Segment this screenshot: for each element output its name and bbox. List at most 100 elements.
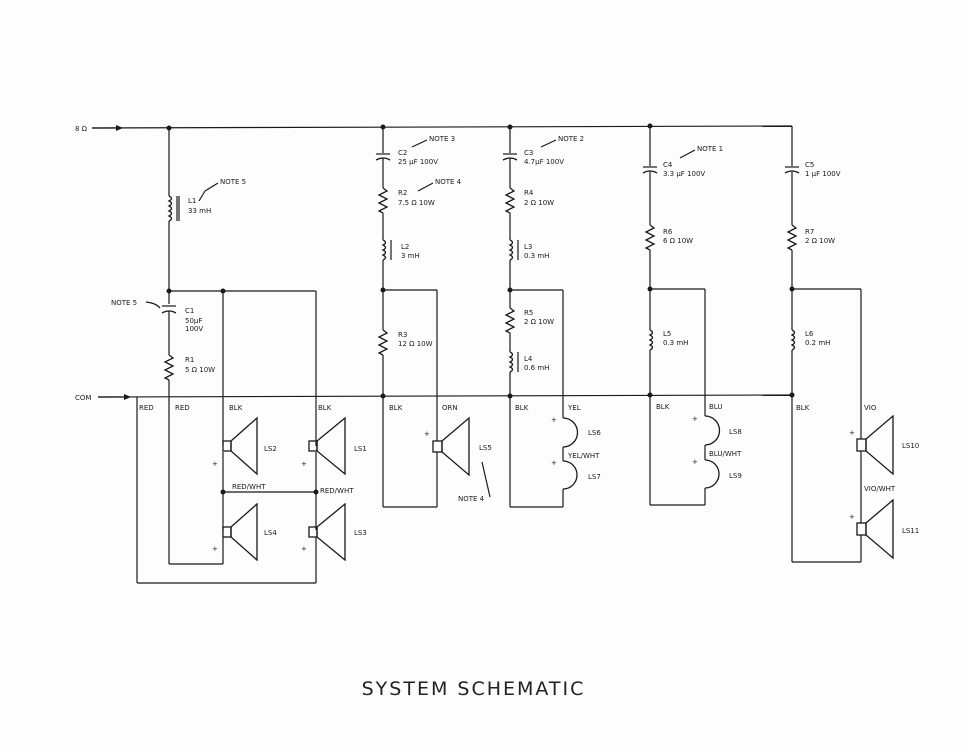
junction — [789, 392, 795, 398]
wire — [145, 301, 161, 309]
c4-value: 3.3 µF 100V — [663, 170, 705, 178]
speaker-ls4: LS4 + — [212, 502, 277, 562]
speaker-ls8: LS8 + — [692, 415, 742, 446]
l1-ref: L1 — [188, 197, 196, 205]
ls6-label: LS6 — [588, 429, 601, 437]
wire-label-blu-wht: BLU/WHT — [709, 450, 742, 458]
polarity-plus: + — [849, 513, 855, 521]
c1-value: 50µF — [185, 317, 202, 325]
wire-label-red-wht: RED/WHT — [320, 487, 354, 495]
resistor-r1 — [163, 354, 175, 381]
ls7-label: LS7 — [588, 473, 601, 481]
l5-ref: L5 — [663, 330, 671, 338]
wire-label-blk: BLK — [515, 404, 529, 412]
polarity-plus: + — [212, 545, 218, 553]
wire-label-red: RED — [175, 404, 190, 412]
l2-ref: L2 — [401, 243, 409, 251]
c5-ref: C5 — [805, 161, 814, 169]
c1-voltage: 100V — [185, 325, 203, 333]
r6-ref: R6 — [663, 228, 673, 236]
branch-midrange-ls5: C2 25 µF 100V NOTE 3 R2 7.5 Ω 10W NOTE 4… — [375, 124, 492, 508]
junction — [380, 393, 386, 399]
common-terminal-label: COM — [75, 394, 91, 402]
wire-label-blk: BLK — [318, 404, 332, 412]
ls1-label: LS1 — [354, 445, 367, 453]
wire — [540, 139, 557, 148]
speaker-ls10: LS10 + — [849, 414, 919, 476]
r5-value: 2 Ω 10W — [524, 318, 554, 326]
wire — [198, 190, 206, 202]
r1-value: 5 Ω 10W — [185, 366, 215, 374]
wire — [679, 149, 696, 159]
resistor-r4 — [504, 187, 516, 214]
c2-value: 25 µF 100V — [398, 158, 438, 166]
inductor-l6 — [790, 329, 796, 351]
polarity-plus: + — [301, 460, 307, 468]
wire-label-blk: BLK — [229, 404, 243, 412]
c4-ref: C4 — [663, 161, 673, 169]
resistor-r3 — [377, 329, 389, 356]
common-bus — [97, 394, 793, 398]
l4-value: 0.6 mH — [524, 364, 549, 372]
l3-ref: L3 — [524, 243, 532, 251]
inductor-l2 — [381, 239, 387, 261]
polarity-plus: + — [551, 416, 557, 424]
branch-tweeter-ls6-ls7: C3 4.7µF 100V NOTE 2 R4 2 Ω 10W L3 0.3 m… — [502, 124, 601, 508]
ls5-label: LS5 — [479, 444, 492, 452]
ls2-label: LS2 — [264, 445, 277, 453]
inductor-l4 — [508, 351, 514, 373]
r1-ref: R1 — [185, 356, 194, 364]
polarity-plus: + — [212, 460, 218, 468]
junction — [507, 393, 513, 399]
speaker-ls11: LS11 + — [849, 498, 919, 560]
ls9-label: LS9 — [729, 472, 742, 480]
note-5-label: NOTE 5 — [220, 178, 246, 186]
r6-value: 6 Ω 10W — [663, 237, 693, 245]
speaker-ls5: LS5 + — [424, 416, 492, 477]
inductor-l3 — [508, 239, 514, 261]
ls3-label: LS3 — [354, 529, 367, 537]
common-terminal: COM — [75, 394, 131, 402]
polarity-plus: + — [692, 458, 698, 466]
r4-value: 2 Ω 10W — [524, 199, 554, 207]
resistor-r6 — [644, 224, 656, 251]
wire-label-red: RED — [139, 404, 154, 412]
polarity-plus: + — [424, 430, 430, 438]
polarity-plus: + — [849, 429, 855, 437]
wire-label-blk: BLK — [796, 404, 810, 412]
input-terminal-label: 8 Ω — [75, 125, 88, 133]
c1-ref: C1 — [185, 307, 194, 315]
r4-ref: R4 — [524, 189, 534, 197]
l4-ref: L4 — [524, 355, 533, 363]
l1-value: 33 mH — [188, 207, 211, 215]
ls4-label: LS4 — [264, 529, 277, 537]
inductor-l1 — [167, 195, 173, 222]
l3-value: 0.3 mH — [524, 252, 549, 260]
wire-label-vio: VIO — [864, 404, 877, 412]
r2-ref: R2 — [398, 189, 407, 197]
r5-ref: R5 — [524, 309, 533, 317]
wire-label-yel-wht: YEL/WHT — [567, 452, 600, 460]
c2-ref: C2 — [398, 149, 407, 157]
ls11-label: LS11 — [902, 527, 919, 535]
note-3-label: NOTE 3 — [429, 135, 455, 143]
r3-ref: R3 — [398, 331, 407, 339]
branch-supertweeter-ls10-ls11: C5 1 µF 100V R7 2 Ω 10W L6 0.2 mH BLK VI… — [784, 126, 919, 563]
junction — [647, 392, 653, 398]
speaker-ls2: LS2 + — [212, 416, 277, 476]
c3-value: 4.7µF 100V — [524, 158, 564, 166]
schematic-title: SYSTEM SCHEMATIC — [361, 678, 586, 700]
r2-value: 7.5 Ω 10W — [398, 199, 435, 207]
wire-label-orn: ORN — [442, 404, 458, 412]
wire-label-blk: BLK — [656, 403, 670, 411]
r7-ref: R7 — [805, 228, 814, 236]
input-terminal: 8 Ω — [75, 125, 123, 133]
l5-value: 0.3 mH — [663, 339, 688, 347]
note-2-label: NOTE 2 — [558, 135, 584, 143]
speaker-ls3: LS3 + — [301, 502, 367, 562]
input-bus — [91, 125, 793, 129]
wire — [417, 182, 434, 192]
branch-woofer: L1 33 mH NOTE 5 C1 50µF 100V NOTE 5 R1 5… — [111, 125, 367, 584]
